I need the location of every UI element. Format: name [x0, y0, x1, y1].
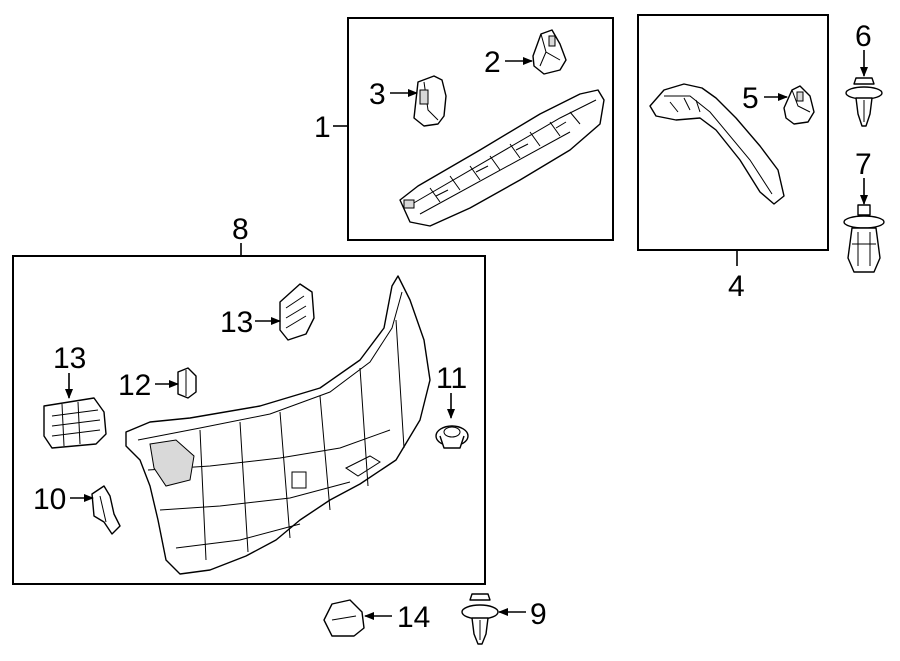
- liftgate-trim-panel: [125, 275, 431, 575]
- group-box-4: [637, 14, 829, 251]
- pillar-trim-part-4: [649, 83, 785, 205]
- callout-10: 10: [33, 483, 66, 516]
- group-box-1: [347, 17, 614, 241]
- cap-part-14: [323, 599, 365, 637]
- bracket-part-13-left: [43, 397, 107, 449]
- callout-13-left: 13: [53, 342, 86, 375]
- retainer-part-3: [413, 75, 447, 127]
- callout-8: 8: [232, 213, 249, 246]
- fastener-part-7: [843, 204, 885, 273]
- callout-5: 5: [742, 82, 759, 115]
- sill-plate-part-1: [399, 89, 605, 227]
- callout-1: 1: [314, 111, 331, 144]
- callout-7: 7: [855, 148, 872, 181]
- callout-2: 2: [484, 46, 501, 79]
- clip-part-12: [177, 367, 197, 399]
- callout-3: 3: [369, 78, 386, 111]
- callout-11: 11: [436, 362, 467, 395]
- push-pin-part-9: [461, 593, 499, 645]
- callout-14: 14: [397, 601, 430, 634]
- clip-part-10: [91, 485, 121, 535]
- callout-13-upper: 13: [220, 306, 253, 339]
- clip-part-2: [532, 29, 567, 75]
- group-box-8: [12, 255, 486, 585]
- grommet-part-11: [435, 425, 469, 449]
- callout-9: 9: [530, 598, 547, 631]
- push-clip-part-6: [845, 77, 883, 127]
- clip-part-5: [783, 85, 815, 125]
- callout-6: 6: [855, 20, 872, 53]
- callout-4: 4: [728, 270, 745, 303]
- callout-12: 12: [118, 369, 151, 402]
- bracket-part-13-upper: [279, 283, 315, 341]
